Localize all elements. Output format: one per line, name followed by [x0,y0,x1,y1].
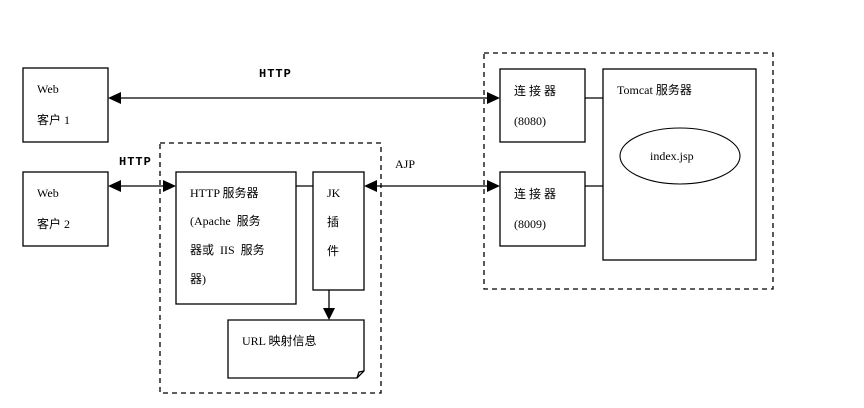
http-left-arrowhead-left [108,180,121,192]
http-server-label-line-3: 器或 IIS 服务 [190,243,265,257]
jk-plugin-label-line-1: JK [327,186,341,200]
protocol-label-top-http: HTTP [259,67,292,81]
document-fold [356,370,365,379]
client-2-label-web: Web [37,186,59,200]
tomcat-group [483,52,774,290]
http-server-label-line-2: (Apache 服务 [190,214,261,228]
http-top-arrowhead-right [487,92,500,104]
url-mapping-document [227,319,365,379]
http-top-arrowhead-left [108,92,121,104]
url-mapping-label: URL 映射信息 [242,334,317,348]
jk-plugin-label-line-2: 插 [327,215,340,229]
index-jsp-ellipse [619,127,741,185]
tomcat-server-title: Tomcat 服务器 [617,83,692,97]
web-server-group [159,142,382,394]
connector-8009-port: (8009) [514,217,546,231]
protocol-label-ajp: AJP [395,157,416,171]
client-1-label-web: Web [37,82,59,96]
jk-plugin-label-line-3: 件 [327,244,340,258]
client-1-label-name: 客户 1 [37,113,71,127]
index-jsp-label: index.jsp [650,149,694,163]
connector-8080-name: 连 接 器 [514,84,557,98]
ajp-arrowhead-right [487,180,500,192]
connector-8009-name: 连 接 器 [514,187,557,201]
http-left-arrowhead-right [163,180,176,192]
web-client-2-box [22,171,109,247]
http-server-label-line-1: HTTP 服务器 [190,186,259,200]
jk-to-url-arrowhead [323,308,335,320]
protocol-label-left-http: HTTP [119,155,152,169]
web-client-1-box [22,67,109,143]
http-server-box [175,171,297,305]
connector-8009-box [499,171,586,247]
client-2-label-name: 客户 2 [37,217,71,231]
connector-8080-port: (8080) [514,114,546,128]
http-server-label-line-4: 器) [190,272,206,286]
connector-8080-box [499,68,586,143]
ajp-arrowhead-left [364,180,377,192]
jk-plugin-box [312,171,365,291]
